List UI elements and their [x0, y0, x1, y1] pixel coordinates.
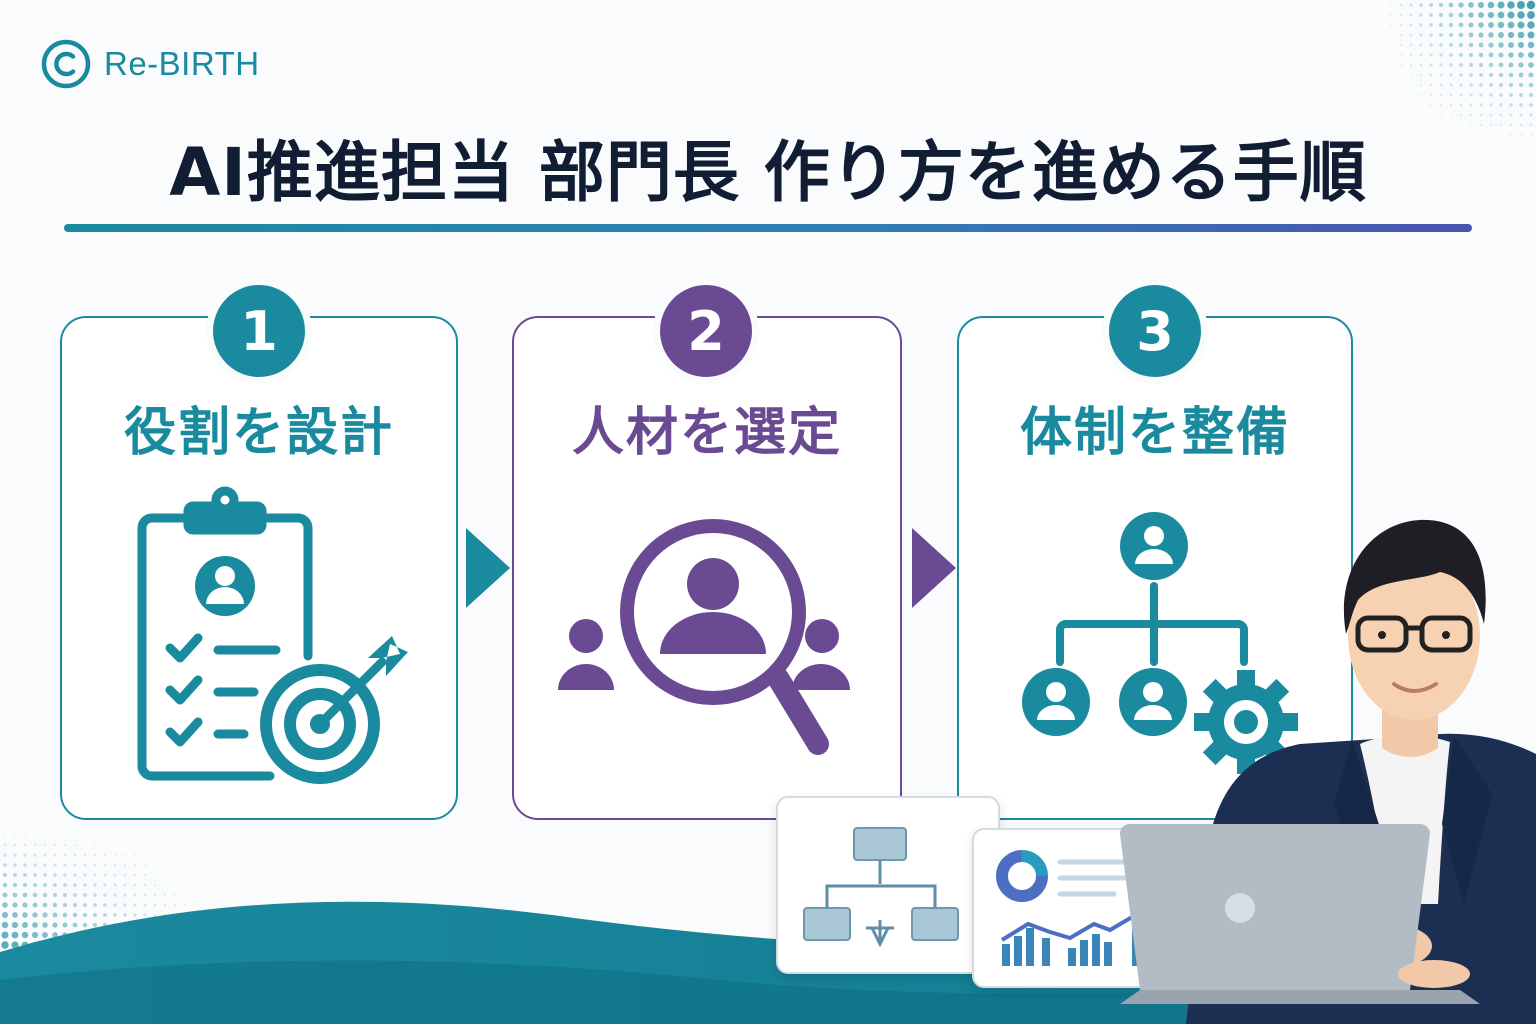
flow-arrow-1 [466, 528, 510, 608]
step-label-3: 体制を整備 [1019, 403, 1290, 463]
magnifier-people-icon [558, 519, 850, 755]
step-card-1 [60, 316, 458, 820]
step-label-2: 人材を選定 [571, 403, 842, 463]
copyright-circle-icon [41, 39, 91, 89]
brand-logo: Re-BIRTH [40, 36, 260, 92]
brand-name: Re-BIRTH [104, 45, 260, 82]
step-number-badge-3: 3 [1102, 278, 1208, 384]
page-title: AI推進担当 部門長 作り方を進める手順 [169, 134, 1367, 211]
org-chart-gear-icon [1022, 512, 1298, 774]
title-underline [64, 224, 1472, 232]
step-number-badge-1: 1 [206, 278, 312, 384]
step-number-badge-2: 2 [653, 278, 759, 384]
flowchart-panel [776, 796, 1000, 974]
dot-pattern-top-right [1380, 0, 1536, 146]
clipboard-target-icon [137, 486, 408, 784]
man-with-laptop-illustration [1119, 519, 1536, 1024]
flowchart-icon [803, 827, 959, 948]
flow-arrow-2 [912, 528, 956, 608]
step-label-1: 役割を設計 [123, 403, 394, 463]
